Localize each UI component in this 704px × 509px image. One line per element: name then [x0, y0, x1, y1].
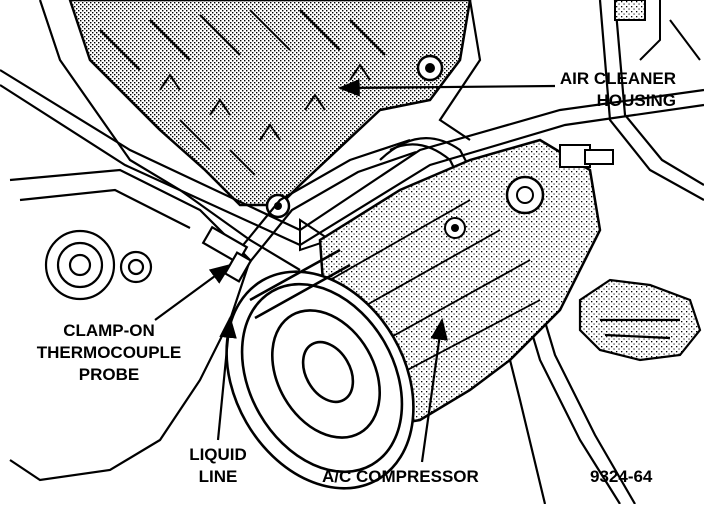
label-air-cleaner-line1: AIR CLEANER: [559, 69, 676, 88]
leader-lines: [154, 79, 556, 463]
label-ac-compressor: A/C COMPRESSOR: [322, 467, 479, 486]
upper-right-hardware: [614, 0, 701, 61]
label-probe-line2: THERMOCOUPLE: [36, 343, 182, 362]
label-air-cleaner-line2: HOUSING: [596, 91, 676, 110]
leader-liquid-line: [216, 315, 237, 441]
label-probe-line1: CLAMP-ON: [63, 321, 155, 340]
compressor-pulley: [225, 248, 415, 490]
leader-compressor: [420, 317, 448, 463]
reservoir-cap: [578, 278, 702, 362]
figure-id: 9324-64: [590, 467, 653, 486]
label-thermocouple-probe: CLAMP-ON THERMOCOUPLE PROBE: [14, 320, 204, 386]
mounting-bracket: [9, 0, 301, 482]
label-liquid-line1: LIQUID: [189, 445, 247, 464]
leader-air-cleaner: [337, 79, 556, 97]
label-air-cleaner-housing: AIR CLEANER HOUSING: [560, 68, 676, 112]
label-probe-line3: PROBE: [78, 365, 140, 384]
label-liquid-line: LIQUID LINE: [178, 444, 258, 488]
leader-probe: [154, 263, 232, 321]
label-liquid-line2: LINE: [198, 467, 238, 486]
